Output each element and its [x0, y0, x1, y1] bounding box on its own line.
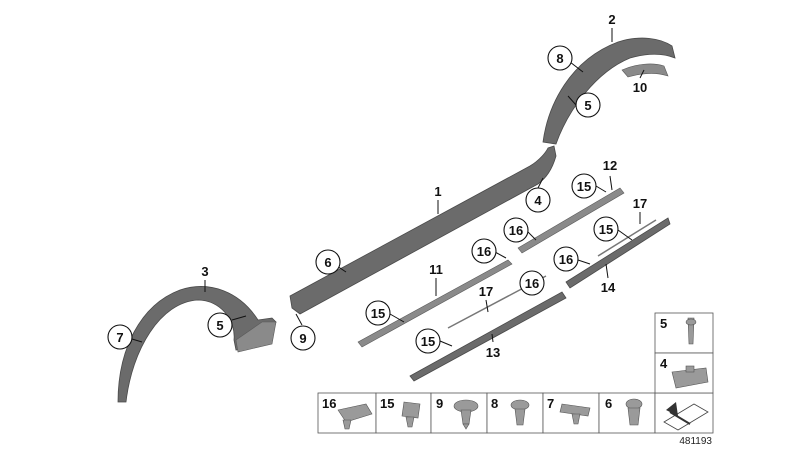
arrow-graphic: [663, 402, 709, 431]
part-strip-front-lower: [565, 217, 671, 289]
fastener-legend: 16 15 9 8 7 6: [317, 312, 714, 434]
svg-text:15: 15: [599, 222, 613, 237]
callout-10: 10: [633, 80, 647, 95]
callout-16-c: 16: [519, 270, 545, 296]
callout-6: 6: [315, 249, 341, 275]
legend-cell-6: 6: [605, 396, 643, 426]
svg-text:14: 14: [601, 280, 616, 295]
svg-text:3: 3: [201, 264, 208, 279]
svg-text:16: 16: [559, 252, 573, 267]
callout-15-d: 15: [593, 216, 619, 242]
svg-text:5: 5: [660, 316, 667, 331]
callout-17-b: 17: [633, 196, 647, 211]
svg-text:12: 12: [603, 158, 617, 173]
svg-text:15: 15: [421, 334, 435, 349]
legend-cell-7: 7: [547, 396, 591, 425]
svg-text:15: 15: [371, 306, 385, 321]
callout-3: 3: [201, 264, 208, 279]
callout-5-front: 5: [575, 92, 601, 118]
svg-text:11: 11: [429, 262, 443, 277]
callout-7: 7: [107, 324, 133, 350]
legend-cell-16: 16: [322, 396, 373, 430]
svg-text:9: 9: [436, 396, 443, 411]
svg-text:7: 7: [547, 396, 554, 411]
part-rear-arch-bracket: [235, 321, 277, 353]
callout-14: 14: [601, 280, 616, 295]
svg-text:17: 17: [633, 196, 647, 211]
callout-17-a: 17: [479, 284, 493, 299]
callout-16-b: 16: [503, 217, 529, 243]
svg-text:17: 17: [479, 284, 493, 299]
svg-text:15: 15: [577, 179, 591, 194]
callout-8: 8: [547, 45, 573, 71]
callout-16-d: 16: [553, 246, 579, 272]
svg-text:6: 6: [605, 396, 612, 411]
part-thin-trim-b: [597, 219, 657, 257]
part-arch-trim: [621, 63, 669, 78]
callout-9: 9: [290, 325, 316, 351]
svg-text:8: 8: [491, 396, 498, 411]
callout-12: 12: [603, 158, 617, 173]
svg-text:16: 16: [509, 223, 523, 238]
svg-text:9: 9: [299, 331, 306, 346]
svg-text:8: 8: [556, 51, 563, 66]
svg-text:5: 5: [584, 98, 591, 113]
part-strip-front-upper: [517, 187, 625, 254]
svg-text:16: 16: [525, 276, 539, 291]
document-number: 481193: [679, 436, 712, 447]
callout-15-b: 15: [571, 173, 597, 199]
svg-text:2: 2: [608, 12, 615, 27]
callout-15-c: 15: [415, 328, 441, 354]
part-lower-strip-rear: [357, 259, 513, 348]
callout-5-rear: 5: [207, 312, 233, 338]
legend-cell-8: 8: [491, 396, 530, 426]
callout-1: 1: [434, 184, 441, 199]
svg-text:4: 4: [660, 356, 668, 371]
callout-15-a: 15: [365, 300, 391, 326]
legend-cell-9: 9: [436, 396, 479, 430]
callout-2: 2: [608, 12, 615, 27]
svg-text:6: 6: [324, 255, 331, 270]
svg-text:4: 4: [534, 193, 542, 208]
legend-cell-15: 15: [380, 396, 421, 428]
svg-text:13: 13: [486, 345, 500, 360]
svg-text:16: 16: [322, 396, 336, 411]
callout-13: 13: [486, 345, 500, 360]
legend-cell-4: 4: [660, 356, 709, 389]
svg-text:10: 10: [633, 80, 647, 95]
svg-text:5: 5: [216, 318, 223, 333]
svg-text:15: 15: [380, 396, 394, 411]
svg-text:7: 7: [116, 330, 123, 345]
part-front-wheel-arch: [542, 37, 676, 145]
callout-11: 11: [429, 262, 443, 277]
legend-cell-5: 5: [660, 316, 697, 345]
callout-16-a: 16: [471, 238, 497, 264]
callout-4: 4: [525, 187, 551, 213]
svg-text:1: 1: [434, 184, 441, 199]
svg-text:16: 16: [477, 244, 491, 259]
part-long-lower-strip: [409, 291, 567, 382]
